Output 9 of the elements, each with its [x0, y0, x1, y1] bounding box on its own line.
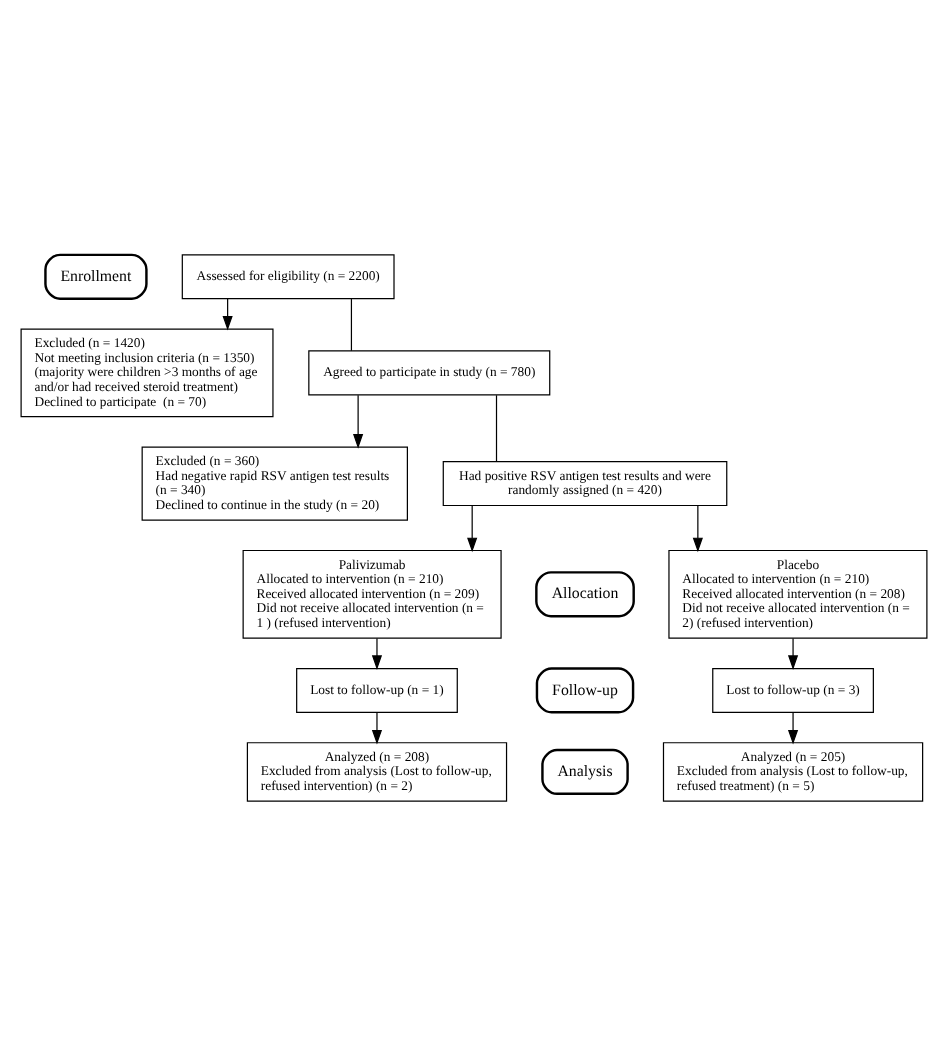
arrow [467, 505, 478, 553]
arrow [787, 712, 799, 745]
arrow [371, 712, 383, 745]
connector [350, 298, 353, 352]
arrow [353, 394, 364, 449]
arrow [787, 637, 799, 670]
connector [495, 394, 498, 463]
arrow [371, 637, 383, 670]
arrow [692, 505, 703, 553]
